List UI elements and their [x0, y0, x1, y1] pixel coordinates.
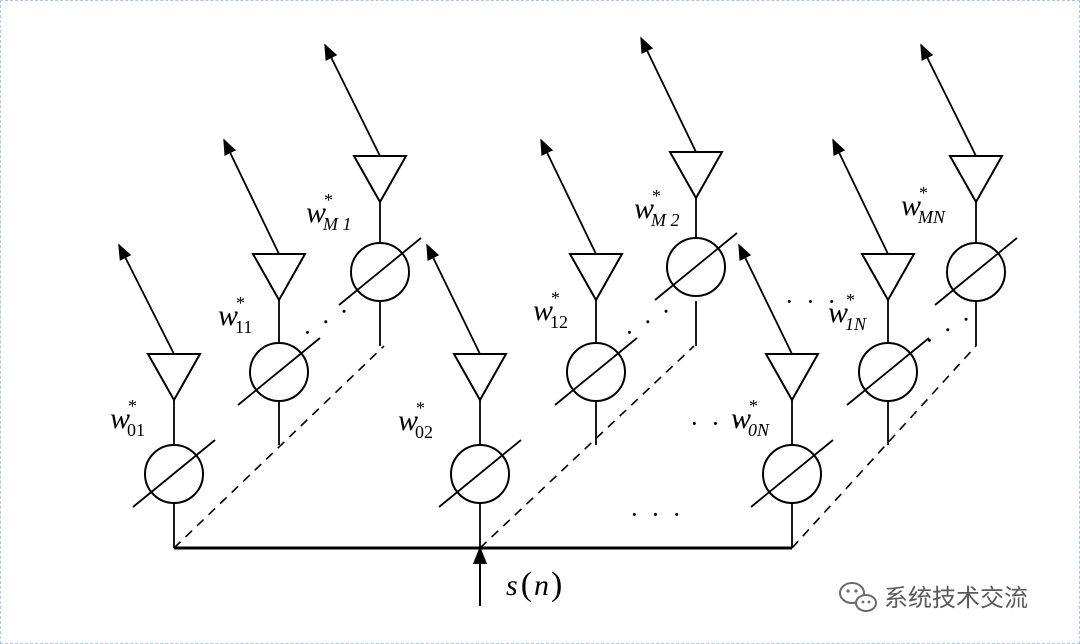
input-signal-label: s(n)	[506, 566, 562, 603]
ellipsis-row2: · · ·	[619, 295, 680, 347]
array-element-01	[118, 243, 216, 548]
beam-arrow-icon	[540, 138, 597, 255]
beam-arrow-icon	[738, 243, 793, 355]
beam-arrow-icon	[324, 43, 381, 157]
input-arrow-icon	[473, 546, 487, 564]
antenna-icon	[764, 353, 820, 403]
weight-label-wM1: w*M 1	[306, 190, 352, 234]
weight-label-wM2: w*M 2	[634, 186, 680, 230]
array-element-1N	[832, 138, 930, 445]
array-element-02	[426, 243, 522, 548]
dashed-connector-1	[173, 345, 385, 549]
wechat-icon	[839, 582, 877, 612]
weight-label-w12: w*12	[533, 288, 568, 332]
array-element-0N	[738, 243, 834, 548]
ellipsis-rowN: · · ·	[919, 303, 980, 355]
weight-label-w1N: w*1N	[828, 290, 867, 334]
array-element-MN	[920, 43, 1018, 346]
beam-arrow-icon	[118, 243, 175, 355]
weight-label-w01: w*01	[110, 396, 145, 440]
beam-arrow-icon	[640, 36, 697, 153]
antenna-icon	[146, 353, 202, 403]
antenna-icon	[948, 155, 1004, 205]
antenna-icon	[251, 253, 307, 303]
weight-label-w02: w*02	[398, 398, 433, 442]
antenna-icon	[452, 353, 508, 403]
ellipsis-columns-upper: · · ·	[785, 287, 839, 316]
array-element-11	[223, 138, 321, 445]
beam-arrow-icon	[426, 243, 481, 355]
array-element-M1	[324, 43, 422, 346]
beam-arrow-icon	[832, 138, 889, 255]
array-element-M2	[640, 36, 738, 346]
dashed-connector-3	[791, 345, 977, 549]
beam-arrow-icon	[920, 43, 977, 157]
ellipsis-columns-bottom: · · ·	[630, 500, 684, 529]
array-element-12	[540, 138, 638, 445]
ellipsis-row1: · · ·	[297, 295, 358, 347]
beam-arrow-icon	[223, 138, 280, 255]
antenna-icon	[668, 151, 724, 201]
weight-label-w11: w*11	[218, 293, 252, 337]
dashed-connector-2	[479, 345, 695, 549]
watermark-text: 系统技术交流	[884, 584, 1028, 612]
antenna-icon	[352, 155, 408, 205]
antenna-icon	[568, 253, 624, 303]
ellipsis-columns-mid: · · ·	[690, 409, 744, 438]
weight-label-w0N: w*0N	[731, 396, 770, 440]
weight-label-wMN: w*MN	[901, 183, 946, 227]
antenna-icon	[860, 253, 916, 303]
